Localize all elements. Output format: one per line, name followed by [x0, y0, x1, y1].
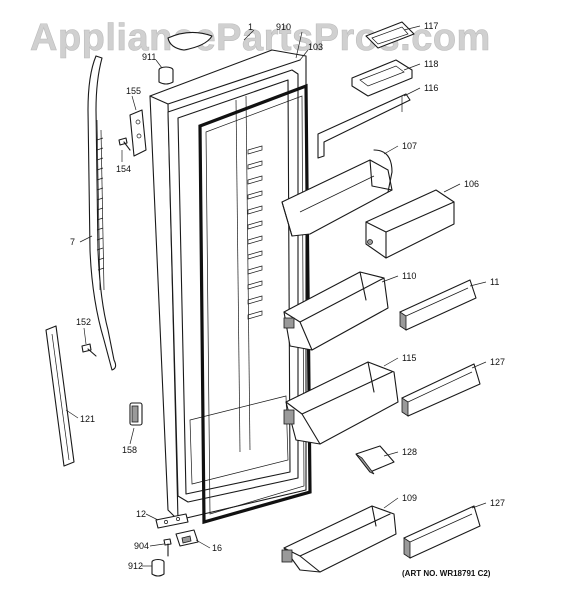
- part-11-bin-front: [399, 279, 477, 331]
- callout-904: 904: [134, 541, 149, 551]
- part-12-hinge-plate: [155, 513, 189, 529]
- callout-127-upper: 127: [490, 357, 505, 367]
- callout-103: 103: [308, 42, 323, 52]
- part-121-trim-strip: [45, 325, 75, 467]
- part-107-door-bin: [281, 149, 393, 237]
- callout-155: 155: [126, 86, 141, 96]
- part-16-hinge-block: [175, 529, 199, 547]
- callout-912: 912: [128, 561, 143, 571]
- callout-911: 911: [142, 52, 156, 62]
- part-912-hinge-pin: [151, 558, 165, 577]
- part-109-door-bin: [281, 505, 397, 573]
- callout-158: 158: [122, 445, 137, 455]
- watermark-text: AppliancePartsPros.com: [30, 17, 491, 59]
- callout-115: 115: [402, 353, 416, 363]
- callout-116: 116: [424, 83, 438, 93]
- part-106-dairy-bin: [365, 189, 455, 259]
- leader-lines: [65, 25, 487, 567]
- callout-910: 910: [276, 22, 291, 32]
- callout-152: 152: [76, 317, 91, 327]
- part-117-dispenser-cover: [365, 21, 415, 49]
- callout-117: 117: [424, 21, 438, 31]
- part-127-bin-front-lower: [403, 505, 481, 559]
- callout-118: 118: [424, 59, 438, 69]
- callout-109: 109: [402, 493, 417, 503]
- callout-127-lower: 127: [490, 498, 505, 508]
- part-154-screw: [118, 137, 131, 151]
- callout-labels: 910 1 117 911 103 118 116 155 154 107 10…: [70, 21, 505, 571]
- part-116-shelf-rail: [317, 93, 411, 159]
- callout-106: 106: [464, 179, 479, 189]
- art-number: (ART NO. WR18791 C2): [402, 569, 491, 578]
- part-115-door-bin: [283, 361, 399, 445]
- part-158-pad: [129, 402, 143, 426]
- callout-107: 107: [402, 141, 417, 151]
- part-155-handle-bracket: [129, 109, 147, 157]
- part-911-hinge-bushing: [158, 66, 174, 85]
- part-127-bin-front-upper: [401, 363, 481, 417]
- callout-16: 16: [212, 543, 222, 553]
- callout-11: 11: [490, 277, 499, 287]
- part-910-door-liner: [167, 69, 299, 503]
- part-128-bin-divider: [355, 445, 395, 475]
- part-7-door-handle: [87, 55, 117, 371]
- part-118-tray: [351, 59, 413, 97]
- callout-12: 12: [136, 509, 146, 519]
- part-103-door-gasket: [198, 83, 312, 525]
- callout-110: 110: [402, 271, 416, 281]
- callout-7: 7: [70, 237, 75, 247]
- callout-128: 128: [402, 447, 417, 457]
- callout-121: 121: [80, 414, 95, 424]
- part-152-screw: [81, 343, 97, 357]
- callout-154: 154: [116, 164, 131, 174]
- callout-1: 1: [248, 22, 253, 32]
- part-110-door-bin: [283, 271, 389, 351]
- part-904-screw: [163, 538, 172, 557]
